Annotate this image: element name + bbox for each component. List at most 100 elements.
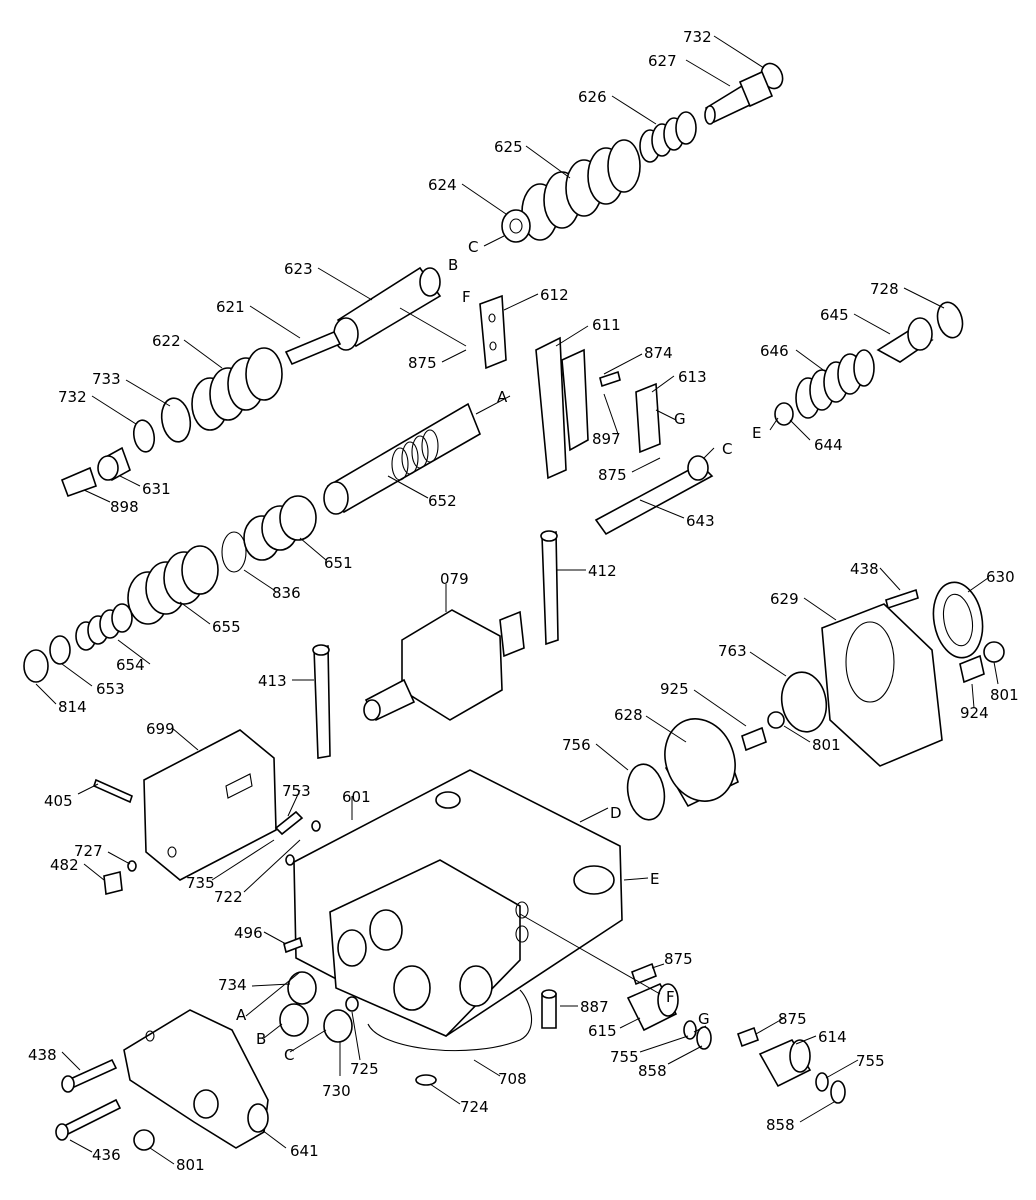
label-B-top: B	[448, 256, 458, 274]
label-801-right: 801	[990, 686, 1019, 704]
label-C-mid: C	[722, 440, 732, 458]
label-724: 724	[460, 1098, 489, 1116]
label-753: 753	[282, 782, 311, 800]
lever-611	[535, 336, 589, 480]
label-F-body: F	[666, 988, 675, 1006]
label-814: 814	[58, 698, 87, 716]
label-898: 898	[110, 498, 139, 516]
label-733: 733	[92, 370, 121, 388]
stud-924	[959, 654, 985, 684]
plug-482	[103, 871, 123, 895]
label-G-body: G	[698, 1010, 710, 1028]
pin-875-right	[736, 1026, 760, 1048]
label-887: 887	[580, 998, 609, 1016]
label-646: 646	[760, 342, 789, 360]
label-A-body: A	[236, 1006, 247, 1024]
sleeve-614	[758, 1038, 812, 1088]
label-643: 643	[686, 512, 715, 530]
label-756: 756	[562, 736, 591, 754]
label-728: 728	[870, 280, 899, 298]
label-897: 897	[592, 430, 621, 448]
label-G-top: G	[674, 410, 686, 428]
label-615: 615	[588, 1022, 617, 1040]
label-801-left: 801	[176, 1156, 205, 1174]
bolt-412	[540, 530, 559, 646]
label-621: 621	[216, 298, 245, 316]
label-735: 735	[186, 874, 215, 892]
label-875-top: 875	[408, 354, 437, 372]
plate-612	[479, 294, 507, 370]
label-405: 405	[44, 792, 73, 810]
label-630: 630	[986, 568, 1015, 586]
cover-641	[123, 1009, 269, 1149]
plug-645	[876, 317, 934, 363]
nut-801-right	[983, 641, 1005, 663]
spring-655	[127, 545, 219, 625]
label-727: 727	[74, 842, 103, 860]
label-699: 699	[146, 720, 175, 738]
bolt-436	[55, 1098, 122, 1141]
label-628: 628	[614, 706, 643, 724]
pin-898	[60, 466, 98, 498]
label-858-left: 858	[638, 1062, 667, 1080]
snap-ring-836	[221, 531, 247, 573]
valve-body-601	[293, 769, 623, 1037]
label-D: D	[610, 804, 622, 822]
label-725: 725	[350, 1060, 379, 1078]
label-612: 612	[540, 286, 569, 304]
seal-753	[274, 810, 304, 836]
label-C-body: C	[284, 1046, 294, 1064]
ring-728	[936, 301, 964, 339]
spool-652	[323, 402, 482, 515]
label-924: 924	[960, 704, 989, 722]
label-629: 629	[770, 590, 799, 608]
label-436: 436	[92, 1146, 121, 1164]
bolt-405	[93, 778, 133, 804]
cover-699	[143, 729, 277, 881]
spring-626	[639, 111, 697, 163]
washer-624	[501, 209, 531, 243]
label-622: 622	[152, 332, 181, 350]
label-732-left: 732	[58, 388, 87, 406]
washer-644	[774, 402, 794, 426]
label-875-mid: 875	[598, 466, 627, 484]
seals-734-730-725	[279, 971, 359, 1043]
label-858-right: 858	[766, 1116, 795, 1134]
flange-629	[821, 603, 943, 767]
label-734: 734	[218, 976, 247, 994]
label-E-body: E	[650, 870, 659, 888]
label-079: 079	[440, 570, 469, 588]
label-B-body: B	[256, 1030, 266, 1048]
label-655: 655	[212, 618, 241, 636]
label-708: 708	[498, 1070, 527, 1088]
spool-623	[333, 266, 442, 351]
label-E-top: E	[752, 424, 761, 442]
label-F-top: F	[462, 288, 471, 306]
label-C-top: C	[468, 238, 478, 256]
rod-643	[594, 455, 714, 536]
ring-732-left	[132, 419, 156, 453]
label-438-left: 438	[28, 1046, 57, 1064]
label-613: 613	[678, 368, 707, 386]
bushing-631	[97, 446, 131, 482]
ring-756	[626, 763, 666, 821]
label-626: 626	[578, 88, 607, 106]
nut-801-mid	[767, 711, 785, 729]
label-732-top: 732	[683, 28, 712, 46]
spring-654	[75, 603, 133, 651]
washer-653	[49, 635, 71, 665]
label-755-left: 755	[610, 1048, 639, 1066]
label-496: 496	[234, 924, 263, 942]
pin-621	[284, 330, 342, 366]
label-482: 482	[50, 856, 79, 874]
bolt-413	[312, 644, 331, 759]
spring-622	[191, 347, 283, 431]
plate-613	[635, 382, 661, 454]
part-labels: 732 627 626 625 624 C 623 B 612 F 621 87…	[28, 28, 1019, 1174]
label-654: 654	[116, 656, 145, 674]
spring-628	[664, 718, 739, 808]
stud-925	[741, 726, 767, 752]
solenoid-079	[363, 609, 525, 722]
